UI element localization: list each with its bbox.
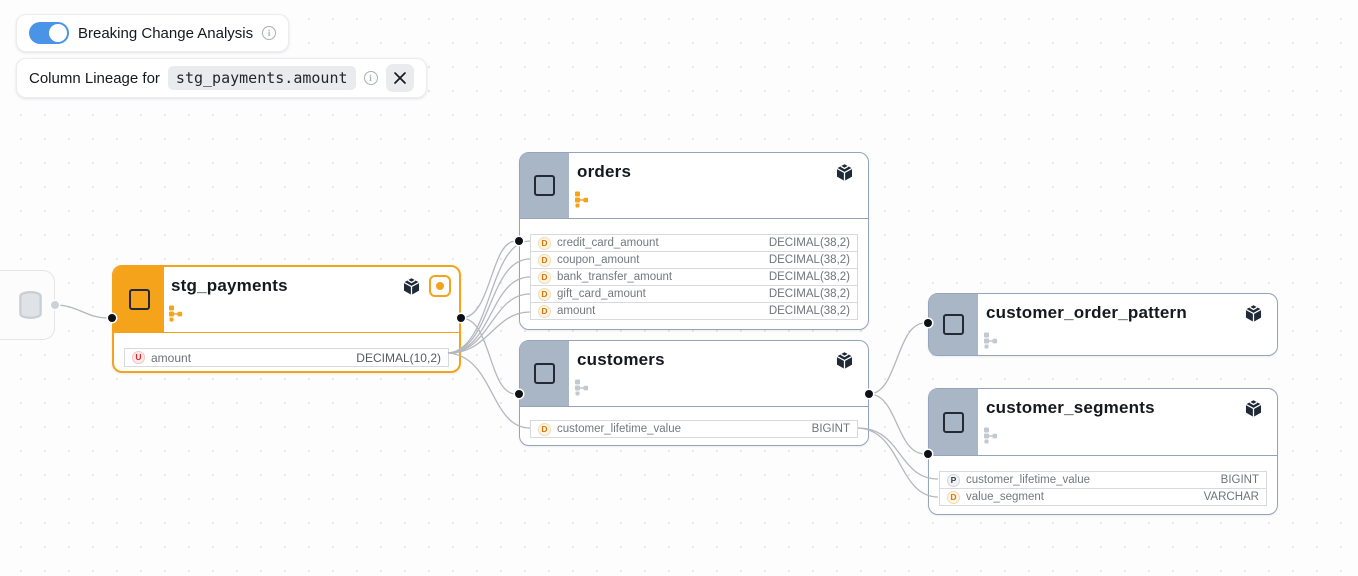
column-name: amount [151,350,192,365]
column-category-badge: D [538,236,551,250]
column-type: DECIMAL(10,2) [356,350,441,365]
handle-orders-in [515,237,523,245]
column-type: DECIMAL(38,2) [768,271,850,283]
edge-stg-to-customers-node [460,317,517,395]
node-color-sidebar [520,153,569,218]
column-row-customer-lifetime-value[interactable]: D customer_lifetime_value BIGINT [530,420,858,438]
handle-source-out [51,301,59,309]
column-category-badge: D [538,253,551,267]
column-row-amount[interactable]: U amount DECIMAL(10,2) [124,348,449,367]
node-customer-segments[interactable]: customer_segments P customer_lifetime_va… [928,388,1278,515]
column-category-badge: P [947,473,960,487]
column-type: DECIMAL(38,2) [768,288,850,300]
info-icon[interactable]: i [262,26,277,40]
handle-stg-payments-out [457,314,465,322]
node-title: customers [577,350,665,369]
handle-customer-segments-in [924,450,932,458]
breaking-change-toggle[interactable] [29,22,69,44]
column-type: VARCHAR [1203,491,1259,503]
column-name: customer_lifetime_value [966,474,1091,486]
node-title: stg_payments [171,276,288,295]
node-color-sidebar [929,294,978,355]
node-checkbox[interactable] [128,289,150,310]
column-row-customer-lifetime-value[interactable]: P customer_lifetime_value BIGINT [939,471,1267,489]
column-name: gift_card_amount [557,288,646,300]
column-type: DECIMAL(38,2) [768,305,850,317]
model-lineage-icon [575,191,589,208]
edge-source-to-stg [54,304,109,319]
edge-clv-to-value-segment [857,427,939,498]
node-color-sidebar [114,267,164,332]
node-title: orders [577,162,632,181]
node-checkbox[interactable] [534,363,555,384]
node-checkbox[interactable] [943,411,964,433]
package-icon [403,278,420,295]
column-type: DECIMAL(38,2) [768,237,850,249]
edge-customers-to-segments-node [868,393,926,455]
column-name: customer_lifetime_value [557,423,682,435]
handle-customers-in [515,390,523,398]
node-external-source[interactable] [0,270,55,340]
column-category-badge: D [538,287,551,301]
node-orders[interactable]: orders D credit_card_amount DECIMAL(38,2… [519,152,869,330]
model-lineage-icon [169,305,183,322]
node-checkbox[interactable] [534,175,555,196]
column-row-value-segment[interactable]: D value_segment VARCHAR [939,488,1267,506]
node-title: customer_order_pattern [986,303,1187,322]
handle-customer-order-pattern-in [924,319,932,327]
lineage-banner-label: Column Lineage for [29,69,160,87]
column-name: value_segment [966,491,1044,503]
column-row-coupon-amount[interactable]: D coupon_amount DECIMAL(38,2) [530,251,858,269]
model-lineage-icon [984,427,998,444]
edge-customers-to-order-pattern-node [868,322,926,395]
column-name: bank_transfer_amount [557,271,673,283]
info-icon[interactable]: i [363,71,378,85]
node-stg-payments[interactable]: stg_payments U amount DECIMAL(10,2) [112,265,461,373]
database-icon [19,291,42,319]
breaking-change-label: Breaking Change Analysis [78,24,254,42]
package-icon [836,164,853,181]
node-color-sidebar [929,389,978,455]
column-row-credit-card-amount[interactable]: D credit_card_amount DECIMAL(38,2) [530,234,858,252]
close-lineage-button[interactable] [385,64,414,92]
model-lineage-icon [575,379,589,396]
close-icon [393,72,406,84]
package-icon [1245,400,1262,417]
column-name: amount [557,305,596,317]
column-name: coupon_amount [557,254,640,266]
column-type: BIGINT [811,423,850,435]
focused-node-icon [429,275,451,297]
column-lineage-banner: Column Lineage for stg_payments.amount i [16,58,427,98]
column-category-badge: U [132,351,145,364]
handle-customers-out [865,390,873,398]
package-icon [836,352,853,369]
edge-stg-to-orders-node [460,240,517,319]
column-row-bank-transfer-amount[interactable]: D bank_transfer_amount DECIMAL(38,2) [530,268,858,286]
column-category-badge: D [538,270,551,284]
node-customers[interactable]: customers D customer_lifetime_value BIGI… [519,340,869,446]
column-type: DECIMAL(38,2) [768,254,850,266]
node-customer-order-pattern[interactable]: customer_order_pattern [928,293,1278,356]
column-name: credit_card_amount [557,237,659,249]
handle-stg-payments-in [108,314,116,322]
column-row-gift-card-amount[interactable]: D gift_card_amount DECIMAL(38,2) [530,285,858,303]
column-type: BIGINT [1220,474,1259,486]
lineage-column-chip: stg_payments.amount [167,66,356,90]
package-icon [1245,305,1262,322]
node-color-sidebar [520,341,569,406]
column-category-badge: D [538,304,551,318]
column-row-amount[interactable]: D amount DECIMAL(38,2) [530,302,858,320]
column-category-badge: D [538,422,551,436]
column-category-badge: D [947,490,960,504]
model-lineage-icon [984,332,998,349]
node-title: customer_segments [986,398,1155,417]
node-checkbox[interactable] [943,314,964,335]
breaking-change-analysis-card: Breaking Change Analysis i [16,14,290,52]
